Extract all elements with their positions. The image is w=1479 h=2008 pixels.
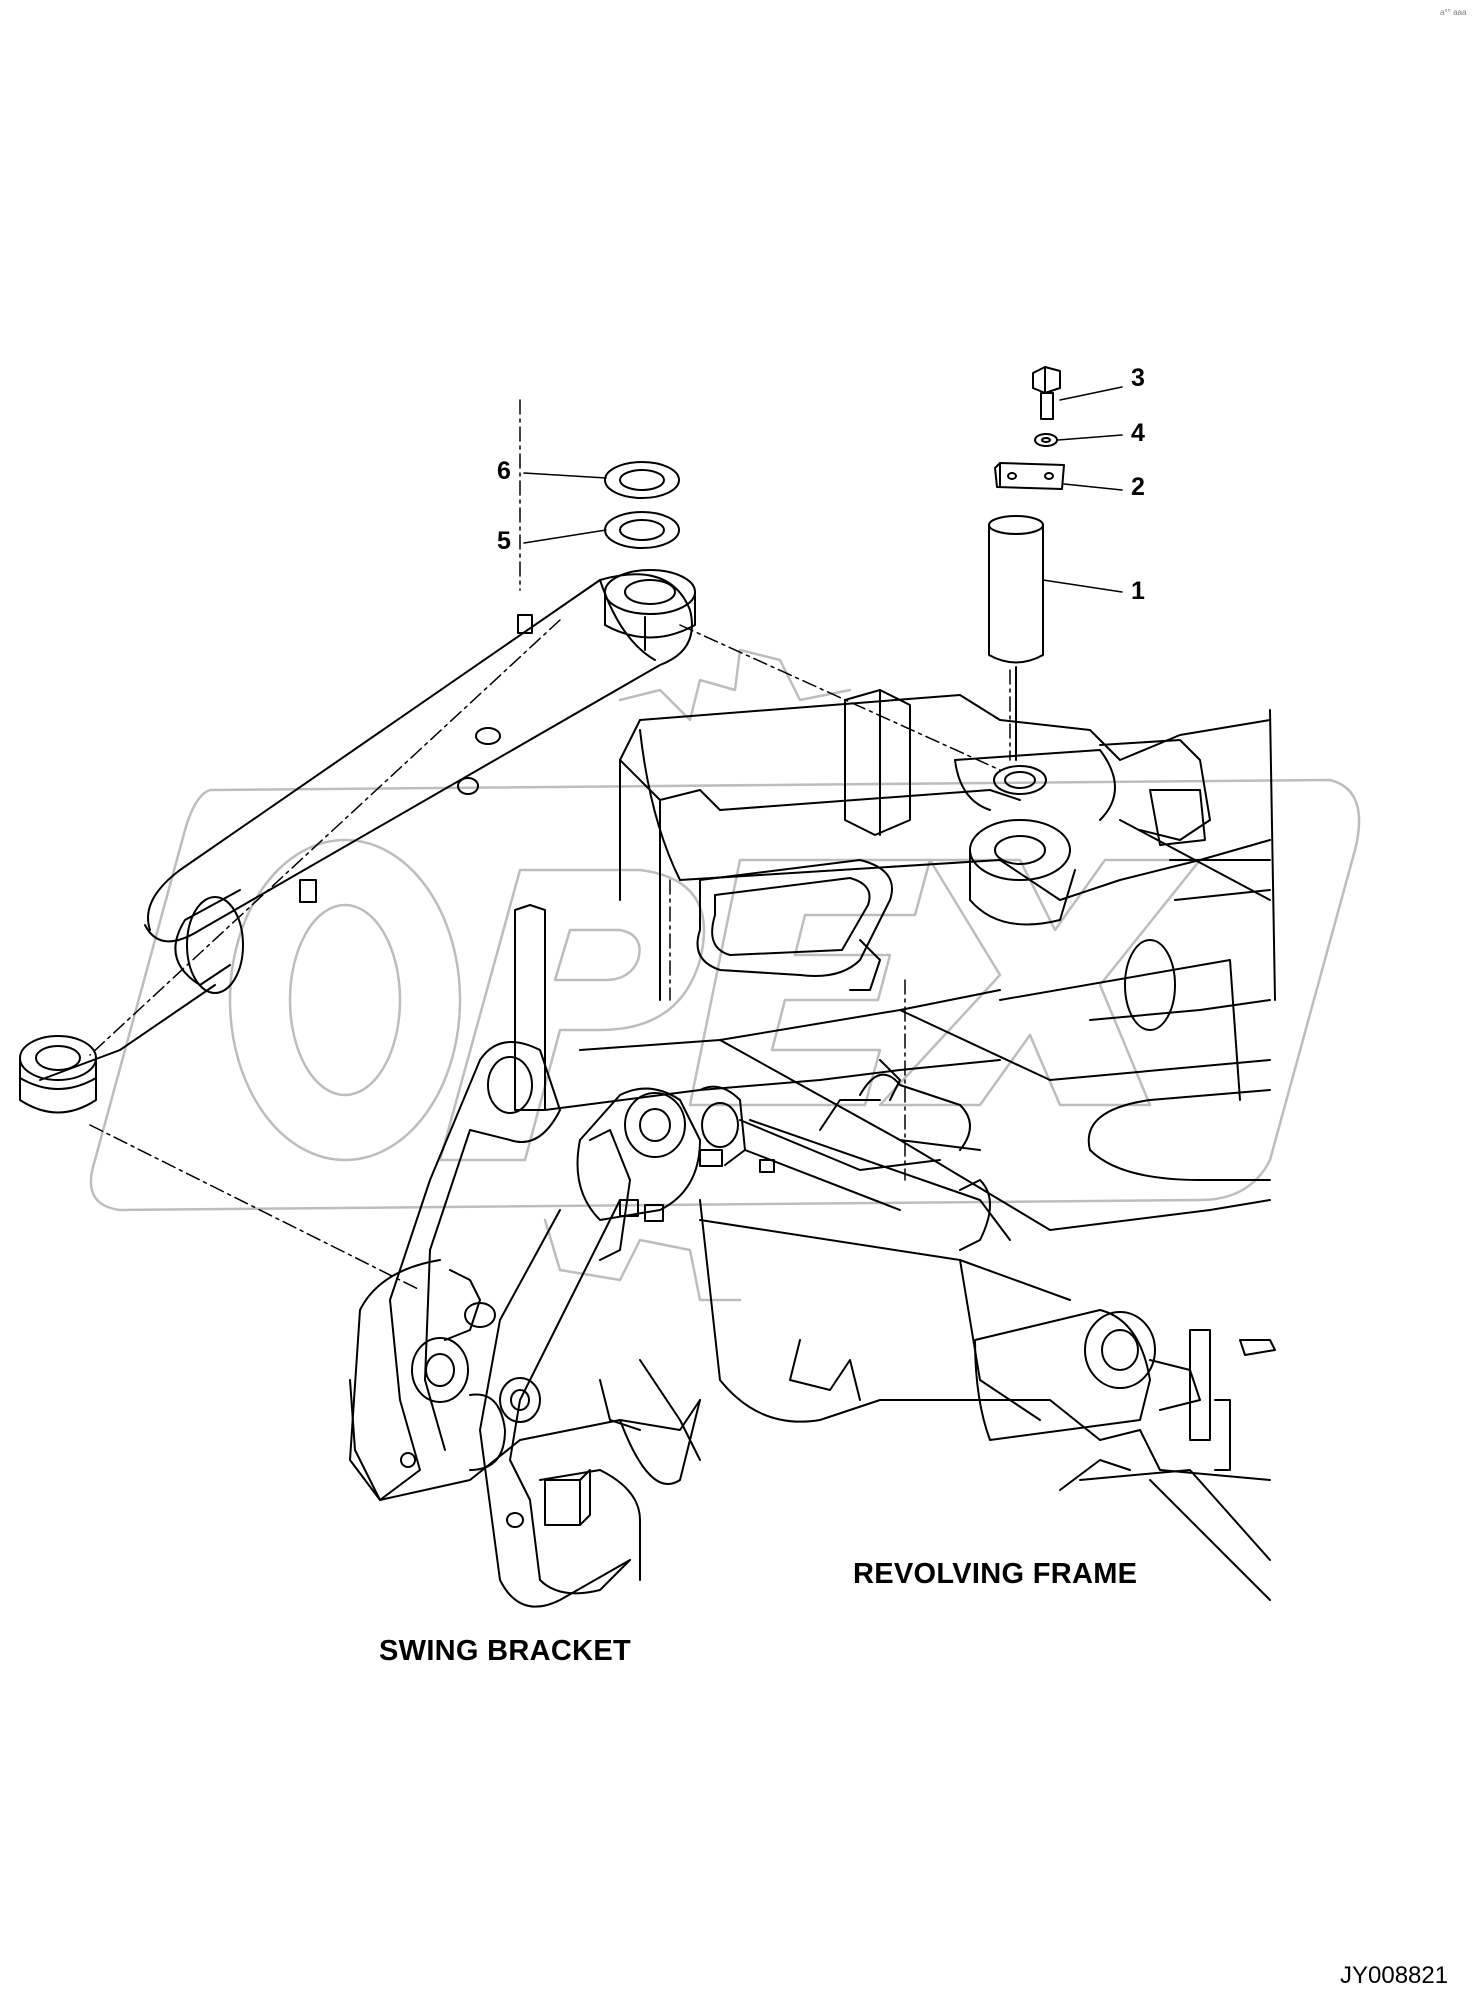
swing-bracket-label: SWING BRACKET bbox=[379, 1635, 631, 1667]
revolving-frame bbox=[514, 689, 1276, 1601]
bolt-part bbox=[1032, 366, 1061, 420]
callout-2: 2 bbox=[1131, 473, 1145, 501]
callout-6: 6 bbox=[497, 457, 511, 485]
callout-5: 5 bbox=[497, 527, 511, 555]
swing-cylinder bbox=[19, 569, 696, 1114]
drawing-reference-code: JY008821 bbox=[1340, 1962, 1449, 1989]
swing-bracket bbox=[349, 1041, 701, 1608]
opex-watermark bbox=[89, 648, 1361, 1302]
callout-4: 4 bbox=[1131, 419, 1145, 447]
callout-1: 1 bbox=[1131, 577, 1145, 605]
shim-part-6 bbox=[604, 461, 680, 499]
washer-part bbox=[1034, 433, 1058, 447]
lock-plate-part bbox=[994, 462, 1065, 490]
leader-lines bbox=[523, 386, 1123, 593]
assembly-dash-lines bbox=[89, 399, 1011, 1291]
pin-part bbox=[988, 515, 1044, 761]
shim-part-5 bbox=[604, 511, 680, 549]
callout-3: 3 bbox=[1131, 364, 1145, 392]
revolving-frame-label: REVOLVING FRAME bbox=[853, 1558, 1138, 1590]
corner-mark: a°° aaa bbox=[1440, 8, 1467, 17]
